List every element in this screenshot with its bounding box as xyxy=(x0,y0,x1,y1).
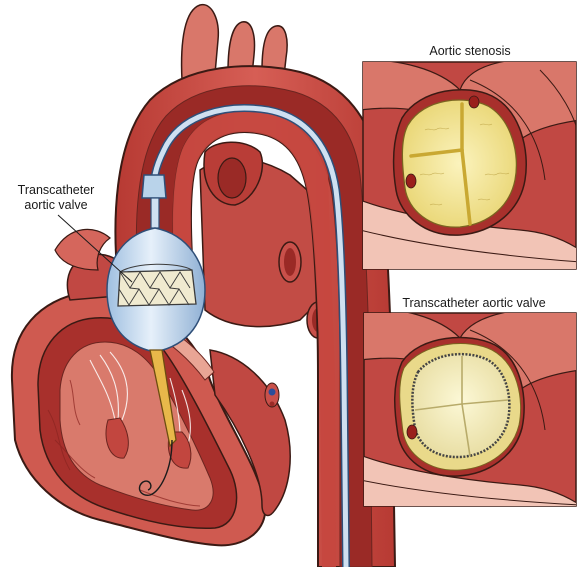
catheter-assembly xyxy=(57,174,206,496)
callout-label-transcatheter-valve: Transcatheter aortic valve xyxy=(2,183,110,213)
panel-aortic-stenosis xyxy=(362,61,577,270)
panel-title-transcatheter-valve: Transcatheter aortic valve xyxy=(402,296,546,310)
panel-transcatheter-valve xyxy=(363,312,577,507)
callout-line1: Transcatheter xyxy=(17,183,95,197)
panel-title-aortic-stenosis: Aortic stenosis xyxy=(429,44,511,58)
callout-line2: aortic valve xyxy=(24,198,88,212)
aorta xyxy=(114,4,397,571)
stent-icon xyxy=(117,263,197,307)
heart xyxy=(10,141,342,547)
